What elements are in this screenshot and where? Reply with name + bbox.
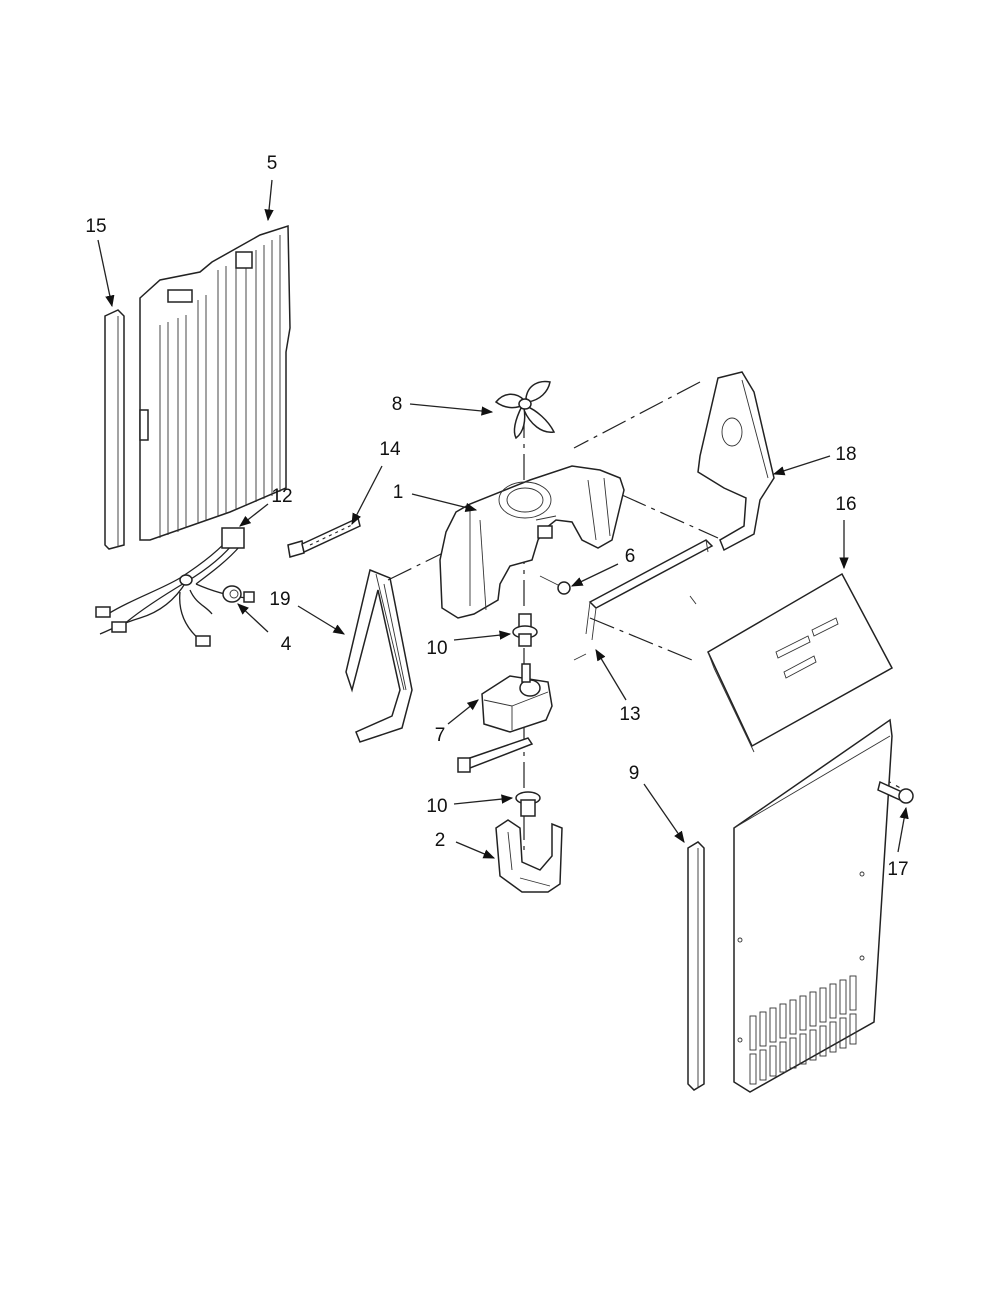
part-2-motor-bracket [495,819,563,893]
part-18-right-duct [697,371,775,552]
callout-10-lower: 10 [426,796,447,817]
callout-1: 1 [393,482,404,503]
callout-6: 6 [625,546,636,567]
part-14-cable-tie [287,516,361,558]
part-8-fan-blade [494,380,556,440]
lower-grille-panel [733,718,893,1093]
callout-15: 15 [85,216,106,237]
part-6-screw [539,575,571,595]
callout-19: 19 [269,589,290,610]
callout-4: 4 [281,634,292,655]
part-13-bracket [573,539,714,661]
part-1-fan-housing [439,465,625,619]
part-15-seal-strip [104,309,125,550]
callout-5: 5 [267,153,278,174]
callout-10-upper: 10 [426,638,447,659]
part-4-grommet [222,585,242,603]
callout-labels: 5 15 8 14 18 1 12 16 6 19 4 10 13 7 9 10… [85,153,908,880]
part-10-mount-upper [512,613,538,647]
callout-18: 18 [835,444,856,465]
callout-8: 8 [392,394,403,415]
callout-2: 2 [435,830,446,851]
part-5-rear-panel [139,224,291,541]
callout-13: 13 [619,704,640,725]
callout-9: 9 [629,763,640,784]
callout-16: 16 [835,494,856,515]
part-7-fan-motor [457,663,553,773]
part-9-seal-strip [687,841,705,1091]
part-12-wire-harness [95,527,255,647]
callout-17: 17 [887,859,908,880]
leader-lines [97,179,909,859]
callout-7: 7 [435,725,446,746]
part-17-screw [877,780,914,804]
vent-slots [749,975,857,1085]
callout-14: 14 [379,439,401,460]
part-19-left-duct [345,568,413,743]
part-16-cover-panel [707,572,894,753]
callout-12: 12 [271,486,292,507]
part-10-mount-lower [515,791,541,817]
